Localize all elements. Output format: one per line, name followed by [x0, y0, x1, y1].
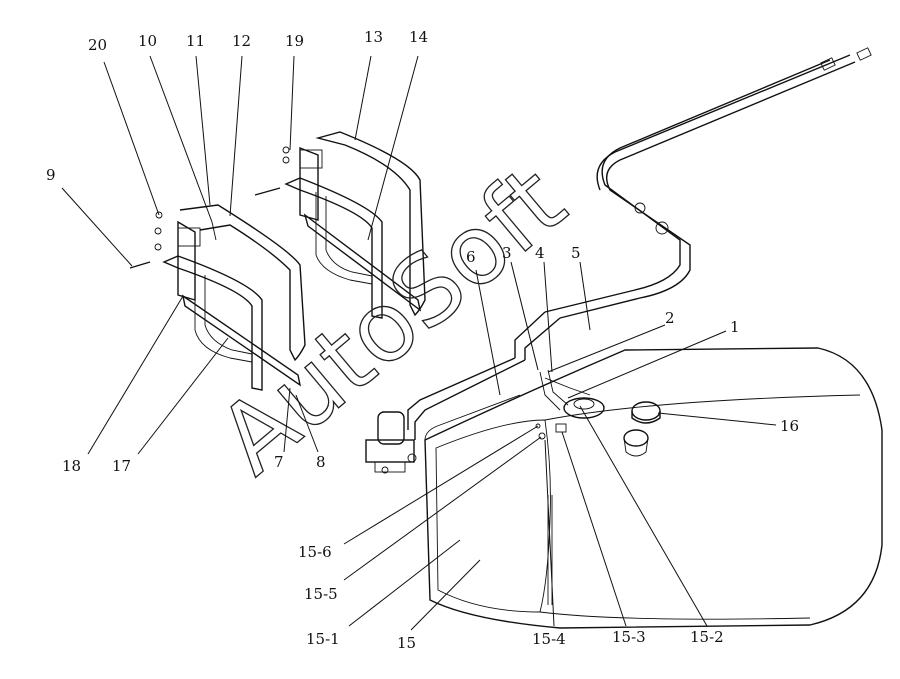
fuel-tank: [424, 347, 883, 629]
watermark-text: AutoSoft: [198, 145, 586, 496]
callout-1: 1: [730, 318, 740, 336]
callout-15-2: 15-2: [690, 628, 724, 646]
sender-unit: [544, 377, 605, 419]
callout-8: 8: [316, 453, 326, 471]
tank-fittings: [535, 423, 567, 440]
callout-12: 12: [232, 32, 251, 50]
callout-15-6: 15-6: [298, 543, 332, 561]
callout-11: 11: [186, 32, 205, 50]
callout-15-1: 15-1: [306, 630, 340, 648]
callout-10: 10: [138, 32, 157, 50]
callout-14: 14: [409, 28, 428, 46]
callout-5: 5: [571, 244, 581, 262]
fuel-lines: [407, 47, 872, 440]
callout-19: 19: [285, 32, 304, 50]
callout-4: 4: [535, 244, 545, 262]
callout-15-5: 15-5: [304, 585, 338, 603]
bracket-left: [129, 204, 306, 391]
filler-cap: [623, 401, 661, 457]
leader-lines: [61, 55, 777, 631]
callout-7: 7: [274, 453, 284, 471]
callout-2: 2: [665, 309, 675, 327]
callout-9: 9: [46, 166, 56, 184]
callout-15-3: 15-3: [612, 628, 646, 646]
callout-3: 3: [502, 244, 512, 262]
fuel-filter: [365, 411, 417, 474]
callout-16: 16: [780, 417, 799, 435]
callout-13: 13: [364, 28, 383, 46]
callout-labels: 20 10 11 12 19 13 14 9 6 3 4 5 2 1 16 18…: [46, 28, 799, 652]
callout-18: 18: [62, 457, 81, 475]
callout-15-4: 15-4: [532, 630, 566, 648]
callout-15: 15: [397, 634, 416, 652]
callout-6: 6: [466, 248, 476, 266]
callout-20: 20: [88, 36, 107, 54]
callout-17: 17: [112, 457, 131, 475]
